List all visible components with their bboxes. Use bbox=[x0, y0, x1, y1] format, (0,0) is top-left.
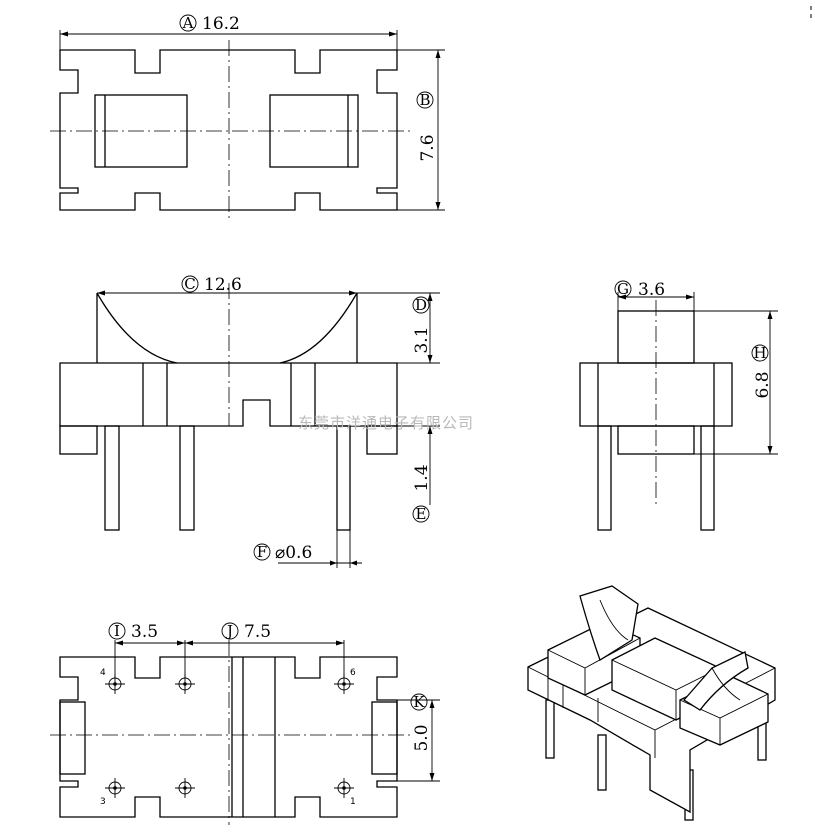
isometric-view bbox=[527, 585, 776, 821]
pin-holes bbox=[105, 674, 354, 798]
pin-number-4: 4 bbox=[100, 668, 106, 678]
pin-number-6: 6 bbox=[350, 668, 356, 678]
pin-number-3: 3 bbox=[100, 797, 106, 807]
label-g-letter: G bbox=[617, 280, 629, 298]
label-a-letter: A bbox=[182, 14, 194, 32]
side-view bbox=[579, 292, 778, 531]
label-f-value: ⌀0.6 bbox=[275, 543, 312, 563]
label-g-value: 3.6 bbox=[638, 280, 665, 300]
label-j-value: 7.5 bbox=[244, 622, 271, 642]
label-c-value: 12.6 bbox=[204, 275, 242, 295]
pin-number-labels: 4 6 3 1 bbox=[100, 668, 356, 807]
pin-number-1: 1 bbox=[350, 797, 356, 807]
front-view bbox=[59, 283, 440, 568]
bottom-view bbox=[50, 640, 440, 825]
dimension-labels: A 16.2 B 7.6 C 12.6 D 3.1 E 1.4 F ⌀0.6 G… bbox=[108, 14, 773, 752]
top-view bbox=[50, 30, 445, 220]
label-j-letter: J bbox=[225, 622, 233, 640]
label-i-value: 3.5 bbox=[131, 622, 158, 642]
label-b-value: 7.6 bbox=[418, 134, 438, 161]
label-k-value: 5.0 bbox=[412, 724, 432, 751]
label-e-letter: E bbox=[416, 505, 427, 523]
label-c-letter: C bbox=[184, 275, 195, 293]
label-b-letter: B bbox=[419, 91, 430, 109]
watermark-text: 东莞市洋通电子有限公司 bbox=[298, 414, 474, 432]
label-h-value: 6.8 bbox=[753, 371, 773, 398]
label-i-letter: I bbox=[114, 622, 120, 640]
label-e-value: 1.4 bbox=[412, 464, 432, 491]
label-h-letter: H bbox=[753, 344, 766, 362]
label-d-letter: D bbox=[415, 296, 427, 314]
label-a-value: 16.2 bbox=[202, 14, 240, 34]
label-d-value: 3.1 bbox=[412, 326, 432, 353]
label-f-letter: F bbox=[257, 543, 267, 561]
label-k-letter: K bbox=[413, 693, 425, 711]
